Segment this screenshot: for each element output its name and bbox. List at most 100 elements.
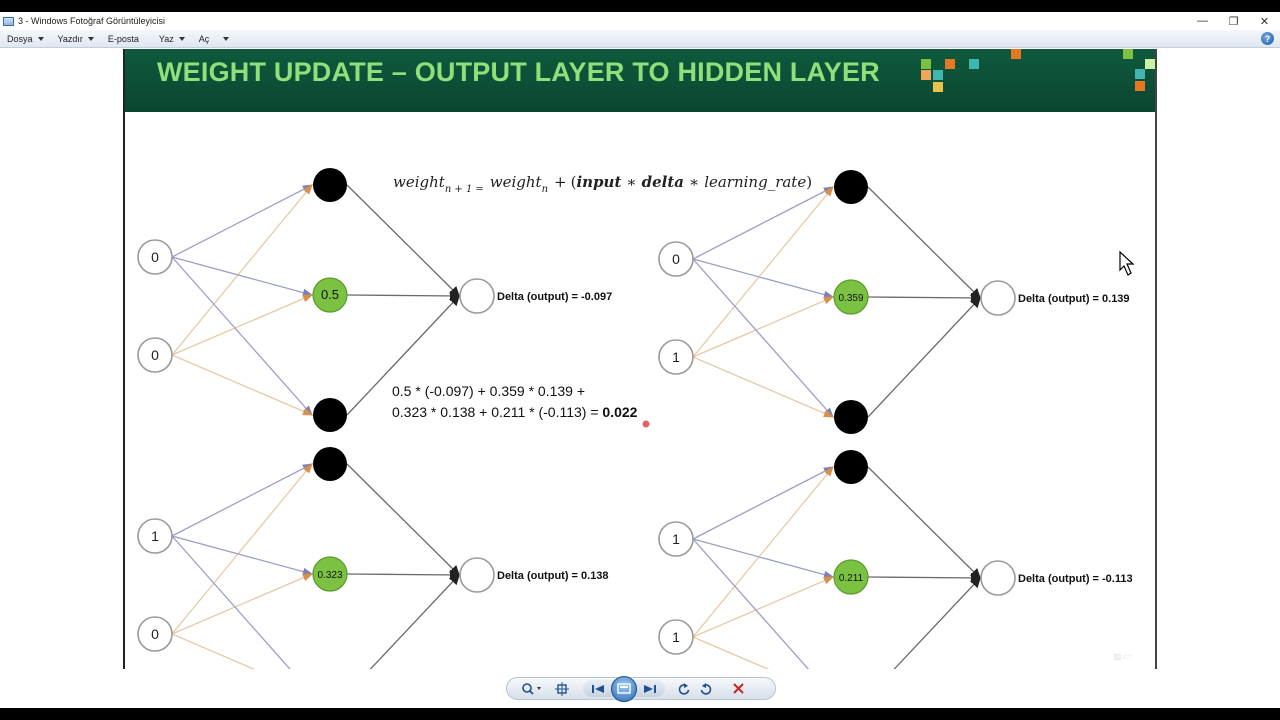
edge-input1-hidden1 [692, 186, 835, 260]
edge-input2-hidden2 [692, 296, 835, 358]
edge-input1-hidden2 [692, 258, 835, 299]
decor-square [1135, 69, 1145, 79]
edge-input2-hidden2 [171, 294, 314, 356]
fit-window-icon[interactable] [549, 678, 575, 699]
edge-input2-hidden1 [171, 183, 313, 356]
edge-input1-hidden1 [692, 466, 835, 540]
chevron-down-icon [87, 36, 94, 41]
menu-label: Dosya [7, 33, 33, 44]
delete-icon[interactable] [723, 678, 753, 699]
edge-hidden3-output [369, 574, 460, 669]
menu-ac[interactable]: Aç [192, 30, 237, 48]
edge-input1-hidden3 [692, 258, 834, 418]
laser-pointer-dot [642, 420, 650, 428]
hidden-node-2 [833, 279, 869, 315]
window-title: 3 - Windows Fotoğraf Görüntüleyicisi [18, 16, 166, 26]
formula-close-paren: ) [806, 173, 812, 191]
decor-square [1011, 49, 1021, 59]
menu-e-posta[interactable]: E-posta [101, 30, 146, 48]
mouse-cursor-icon [1119, 250, 1135, 276]
edge-hidden2-output [346, 290, 461, 302]
formula: weightn + 1=weightn+(input∗delta∗learnin… [393, 173, 812, 195]
edge-input1-hidden2 [171, 535, 314, 576]
edge-input1-hidden1 [171, 463, 314, 537]
input-node-1 [137, 239, 173, 275]
menu-yaz[interactable]: Yaz [152, 30, 192, 48]
edge-hidden3-output [867, 297, 981, 418]
formula-star-2: ∗ [689, 173, 699, 191]
image-viewport: WEIGHT UPDATE – OUTPUT LAYER TO HIDDEN L… [0, 49, 1280, 669]
output-node [980, 560, 1016, 596]
chevron-down-icon [37, 36, 44, 41]
formula-plus: + [554, 173, 567, 191]
slideshow-icon[interactable] [611, 675, 637, 702]
edge-input1-hidden3 [171, 535, 291, 669]
edge-hidden1-output [867, 186, 981, 299]
formula-star-1: ∗ [626, 173, 636, 191]
hidden-node-3 [313, 398, 347, 432]
minimize-button[interactable]: — [1197, 15, 1208, 27]
previous-icon[interactable] [587, 678, 609, 699]
menu-label: Yazdır [57, 33, 83, 44]
calc-line-2-text: 0.323 * 0.138 + 0.211 * (-0.113) = [392, 404, 602, 420]
photo-viewer-window: 3 - Windows Fotoğraf Görüntüleyicisi — ❐… [0, 12, 1280, 708]
magnifier-icon[interactable] [515, 678, 549, 699]
input-node-1 [658, 241, 694, 277]
edge-input2-hidden1 [171, 462, 313, 635]
hidden-node-2 [312, 556, 348, 592]
navigation-group [583, 675, 665, 702]
input-value-2: 1 [672, 629, 680, 645]
formula-open-paren: ( [571, 173, 577, 191]
edge-hidden2-output [867, 572, 982, 584]
input-node-2 [137, 337, 173, 373]
edge-hidden2-output [346, 569, 461, 581]
calc-line-1: 0.5 * (-0.097) + 0.359 * 0.139 + [392, 383, 585, 399]
output-delta-label: Delta (output) = -0.097 [497, 291, 612, 303]
next-icon[interactable] [639, 678, 661, 699]
network-edges [171, 183, 982, 669]
input-node-1 [658, 521, 694, 557]
hidden-node-1 [834, 450, 868, 484]
edge-hidden3-output [893, 577, 981, 669]
hidden-activation-value: 0.359 [838, 293, 863, 304]
hidden-node-1 [313, 447, 347, 481]
menu-label: E-posta [107, 33, 139, 44]
decor-square [945, 59, 955, 69]
hidden-node-2 [312, 277, 348, 313]
help-icon[interactable]: ? [1261, 32, 1274, 45]
edge-input2-hidden3 [692, 356, 835, 418]
menu-label: Aç [198, 33, 210, 44]
hidden-activation-value: 0.5 [321, 287, 339, 302]
decor-square [921, 59, 931, 69]
chevron-down-icon [178, 36, 185, 41]
network-nodes [137, 168, 1016, 655]
edge-input2-hidden1 [692, 185, 834, 358]
edge-input1-hidden1 [171, 184, 314, 258]
edge-hidden1-output [346, 184, 460, 297]
edge-hidden1-output [867, 466, 981, 579]
output-delta-label: Delta (output) = -0.113 [1018, 573, 1133, 585]
menu-dosya[interactable]: Dosya [0, 30, 51, 48]
menu-yazdir[interactable]: Yazdır [51, 30, 101, 48]
restore-button[interactable]: ❐ [1228, 15, 1239, 28]
hidden-node-1 [313, 168, 347, 202]
hidden-activation-value: 0.323 [317, 570, 342, 581]
decor-square [921, 70, 931, 80]
hidden-node-2 [833, 559, 869, 595]
formula-input: input [576, 173, 621, 191]
slide-title: WEIGHT UPDATE – OUTPUT LAYER TO HIDDEN L… [157, 57, 880, 87]
decor-square [1145, 59, 1155, 69]
close-button[interactable]: ✕ [1259, 15, 1270, 28]
menu-label: Yaz [158, 33, 174, 44]
edge-input2-hidden3 [692, 636, 770, 669]
output-delta-label: Delta (output) = 0.139 [1018, 293, 1130, 305]
rotate-right-icon[interactable] [695, 678, 717, 699]
decor-square [1135, 81, 1145, 91]
hidden-activation-value: 0.211 [839, 573, 864, 584]
input-value-2: 0 [151, 626, 159, 642]
input-node-2 [658, 339, 694, 375]
formula-subscript-n: n [542, 184, 548, 195]
edge-input1-hidden2 [692, 538, 835, 579]
rotate-left-icon[interactable] [673, 678, 695, 699]
formula-learning-rate: learning_rate [704, 173, 806, 191]
